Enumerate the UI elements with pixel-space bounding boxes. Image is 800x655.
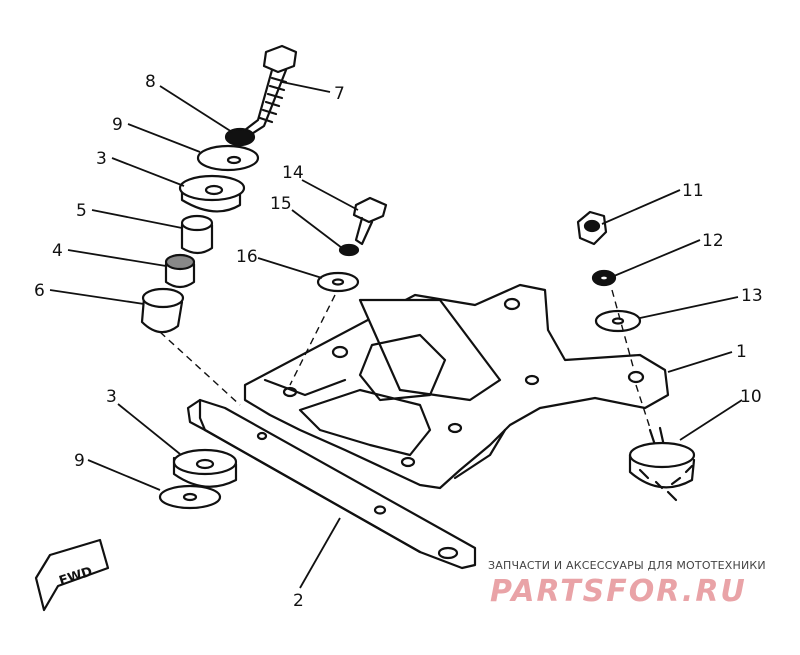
label-part-1: 1	[736, 342, 747, 362]
label-part-14: 14	[282, 163, 304, 183]
leader-lines	[49, 81, 743, 589]
part-13-washer	[594, 309, 642, 333]
part-12-lock-washer	[591, 269, 617, 287]
part-8-lock-washer	[224, 127, 256, 147]
part-2-lower-bracket	[186, 398, 477, 570]
label-part-5: 5	[76, 201, 87, 221]
part-16-washer	[316, 271, 360, 293]
label-part-11: 11	[682, 181, 704, 201]
label-part-7: 7	[334, 84, 345, 104]
part-5-collar	[180, 214, 214, 255]
label-part-3-upper: 3	[96, 149, 107, 169]
label-part-13: 13	[741, 286, 763, 306]
part-14-bolt	[352, 196, 388, 246]
label-part-3-lower: 3	[106, 387, 117, 407]
part-7-bolt	[243, 44, 298, 137]
part-4-collar	[164, 253, 196, 289]
part-3-upper-damper	[178, 174, 246, 213]
part-9-lower-washer	[158, 484, 222, 510]
part-9-upper-washer	[196, 144, 260, 172]
label-part-6: 6	[34, 281, 45, 301]
part-6-damper	[140, 287, 185, 334]
watermark-subtitle: ЗАПЧАСТИ И АКСЕССУАРЫ ДЛЯ МОТОТЕХНИКИ	[488, 559, 766, 572]
label-part-8: 8	[145, 72, 156, 92]
label-part-15: 15	[270, 194, 292, 214]
watermark-logo: PARTSFOR.RU	[490, 574, 747, 609]
fwd-arrow-icon: FWD	[34, 538, 110, 612]
label-part-4: 4	[52, 241, 63, 261]
label-part-9-lower: 9	[74, 451, 85, 471]
part-3-lower-damper	[172, 448, 238, 488]
label-part-9-upper: 9	[112, 115, 123, 135]
part-1-main-bracket	[243, 283, 670, 490]
label-part-16: 16	[236, 247, 258, 267]
part-15-lock-washer	[338, 243, 360, 257]
label-part-2: 2	[293, 591, 304, 611]
part-number-labels: 7 8 9 3 5 4 6 14 15 16 11 12 13 1 10 3 9…	[34, 72, 763, 611]
part-11-nut	[576, 210, 608, 246]
part-10-rubber-mount	[628, 426, 696, 502]
assembly-axis-lines	[159, 289, 651, 429]
label-part-10: 10	[740, 387, 762, 407]
label-part-12: 12	[702, 231, 724, 251]
